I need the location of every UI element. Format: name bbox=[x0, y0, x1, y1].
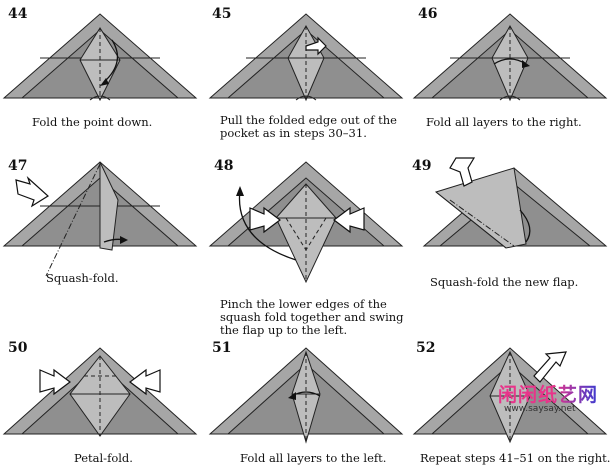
step-47-diagram bbox=[2, 161, 198, 277]
step-number: 48 bbox=[214, 158, 234, 174]
step-46-diagram bbox=[412, 13, 608, 102]
step-number: 45 bbox=[212, 6, 232, 22]
step-44-diagram bbox=[2, 13, 198, 102]
step-51-diagram bbox=[208, 347, 404, 444]
step-number: 44 bbox=[8, 6, 28, 22]
step-caption: Fold the point down. bbox=[32, 115, 153, 129]
step-49-diagram bbox=[422, 157, 608, 249]
step-number: 47 bbox=[8, 158, 28, 174]
step-caption: Squash-fold. bbox=[46, 271, 119, 285]
step-number: 50 bbox=[8, 340, 28, 356]
step-number: 51 bbox=[212, 340, 232, 356]
step-caption: Pull the folded edge out of the pocket a… bbox=[220, 113, 397, 140]
step-50-diagram bbox=[2, 347, 198, 437]
step-number: 49 bbox=[412, 158, 432, 174]
watermark-url: www.saysay.net bbox=[504, 404, 576, 414]
step-48-diagram bbox=[208, 161, 404, 284]
step-52-diagram bbox=[412, 347, 608, 444]
step-caption: Repeat steps 41–51 on the right. bbox=[420, 451, 610, 465]
step-caption: Squash-fold the new flap. bbox=[430, 275, 579, 289]
site-watermark: 闲闲纸艺网 www.saysay.net bbox=[498, 380, 608, 418]
step-caption: Fold all layers to the right. bbox=[426, 115, 582, 129]
step-number: 46 bbox=[418, 6, 438, 22]
step-number: 52 bbox=[416, 340, 436, 356]
watermark-logo: 闲闲纸艺网 bbox=[498, 380, 598, 407]
step-caption: Petal-fold. bbox=[74, 451, 133, 465]
step-45-diagram bbox=[208, 13, 404, 102]
step-caption: Pinch the lower edges of the squash fold… bbox=[220, 297, 404, 337]
step-caption: Fold all layers to the left. bbox=[240, 451, 387, 465]
